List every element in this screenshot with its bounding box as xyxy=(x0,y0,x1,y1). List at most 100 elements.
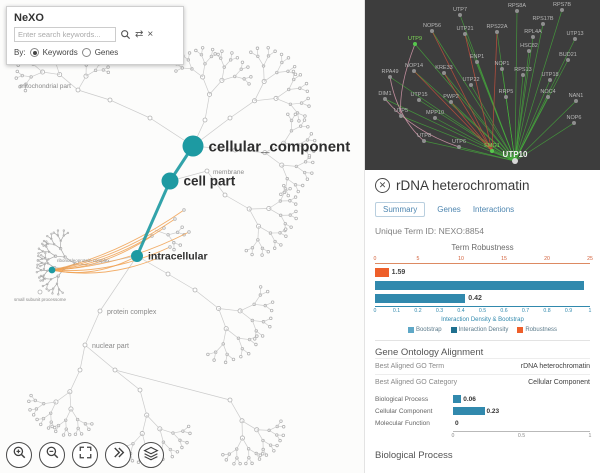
tree-node[interactable] xyxy=(249,75,253,79)
swap-search-mode-icon[interactable]: ⇄ xyxy=(135,28,144,40)
tree-node[interactable] xyxy=(39,279,42,282)
network-node-label[interactable]: EMG1 xyxy=(484,143,500,149)
tree-node[interactable] xyxy=(286,112,290,117)
tree-node[interactable] xyxy=(293,72,298,77)
tree-node-label[interactable]: small subunit processome xyxy=(14,297,67,302)
tree-node[interactable] xyxy=(227,397,233,403)
tree-node[interactable] xyxy=(106,65,110,69)
tree-node[interactable] xyxy=(40,242,44,245)
tree-node[interactable] xyxy=(37,289,43,295)
tree-node[interactable] xyxy=(44,251,47,255)
network-node-label[interactable]: DIM1 xyxy=(378,91,391,97)
network-node-label[interactable]: HSC82 xyxy=(520,43,538,49)
network-node[interactable] xyxy=(422,139,426,143)
tree-node[interactable] xyxy=(306,96,310,101)
tree-node[interactable] xyxy=(227,115,233,121)
tree-node[interactable] xyxy=(31,413,36,417)
tree-node[interactable] xyxy=(307,104,311,108)
tree-node[interactable] xyxy=(270,300,275,304)
network-node[interactable] xyxy=(463,32,467,36)
tree-node[interactable] xyxy=(311,160,315,165)
tree-node[interactable] xyxy=(253,337,257,341)
tree-node[interactable] xyxy=(292,64,297,69)
network-node[interactable] xyxy=(521,73,525,77)
tree-node[interactable] xyxy=(254,342,258,347)
network-node[interactable] xyxy=(442,71,446,75)
tree-node[interactable] xyxy=(230,51,234,55)
tree-node[interactable] xyxy=(28,408,32,412)
tab-interactions[interactable]: Interactions xyxy=(472,205,515,214)
tree-node[interactable] xyxy=(272,449,276,453)
tree-node[interactable] xyxy=(224,458,229,462)
tree-node[interactable] xyxy=(62,229,66,232)
tree-node[interactable] xyxy=(296,189,300,194)
network-node-label[interactable]: UTP9 xyxy=(408,36,422,42)
tab-genes[interactable]: Genes xyxy=(437,205,461,214)
network-node-label[interactable]: RPS22A xyxy=(486,24,507,30)
tree-node[interactable] xyxy=(187,51,192,55)
tree-node[interactable] xyxy=(79,432,84,436)
tree-node[interactable] xyxy=(42,267,46,271)
network-node[interactable] xyxy=(475,60,479,64)
tree-node[interactable] xyxy=(162,226,166,230)
tree-node[interactable] xyxy=(282,183,286,188)
tree-node[interactable] xyxy=(250,252,254,257)
tree-node[interactable] xyxy=(56,229,60,232)
tree-node[interactable] xyxy=(294,216,298,221)
tree-node[interactable] xyxy=(14,76,18,80)
tree-node-label[interactable]: protein complex xyxy=(107,309,157,316)
tree-node[interactable] xyxy=(206,352,210,357)
tree-node[interactable] xyxy=(61,291,64,294)
network-node[interactable] xyxy=(546,95,550,99)
network-node-label[interactable]: NOP14 xyxy=(405,63,423,69)
tree-node[interactable] xyxy=(269,316,273,321)
tree-node[interactable] xyxy=(156,256,160,260)
network-node-label[interactable]: UTP13 xyxy=(566,31,583,37)
tree-node[interactable] xyxy=(310,171,314,175)
tree-node[interactable] xyxy=(157,426,163,432)
tree-node[interactable] xyxy=(39,254,43,257)
tree-node-label[interactable]: cellular_component xyxy=(209,138,351,155)
tree-node[interactable] xyxy=(130,459,135,463)
tree-node[interactable] xyxy=(309,132,314,136)
expand-all-button[interactable] xyxy=(105,442,131,468)
tree-node[interactable] xyxy=(260,334,265,338)
network-node[interactable] xyxy=(458,13,462,17)
tree-node[interactable] xyxy=(261,452,265,456)
network-node-label[interactable]: BUD21 xyxy=(559,52,577,58)
tree-node[interactable] xyxy=(185,440,189,445)
tree-node-label[interactable]: mitochondrial part xyxy=(19,83,71,90)
tree-node[interactable] xyxy=(284,234,288,238)
tree-node[interactable] xyxy=(137,387,143,393)
tree-node[interactable] xyxy=(220,49,224,53)
tree-node[interactable] xyxy=(186,424,191,429)
tree-node[interactable] xyxy=(41,284,45,288)
tree-node[interactable] xyxy=(294,209,298,214)
tree-node[interactable] xyxy=(178,243,183,247)
tree-node[interactable] xyxy=(106,70,111,75)
network-node-label[interactable]: RPS7B xyxy=(553,2,571,8)
network-node[interactable] xyxy=(572,121,576,125)
network-node-label[interactable]: NAN1 xyxy=(569,93,584,99)
tree-node[interactable] xyxy=(284,227,288,231)
tree-node[interactable] xyxy=(170,454,175,459)
layers-button[interactable] xyxy=(138,442,164,468)
zoom-in-button[interactable] xyxy=(6,442,32,468)
tree-node[interactable] xyxy=(232,147,238,153)
tree-node[interactable] xyxy=(291,69,296,74)
tree-node[interactable] xyxy=(188,431,192,436)
radio-genes-label[interactable]: Genes xyxy=(94,48,119,57)
network-node-label[interactable]: UTP7 xyxy=(453,7,467,13)
tree-node[interactable] xyxy=(50,424,54,429)
network-node[interactable] xyxy=(531,35,535,39)
tree-node[interactable] xyxy=(279,243,283,247)
tree-node[interactable] xyxy=(202,117,208,123)
tree-node[interactable] xyxy=(313,138,317,143)
network-node[interactable] xyxy=(504,95,508,99)
tree-node[interactable] xyxy=(260,253,264,257)
tree-node[interactable] xyxy=(223,360,228,365)
tree-node-label[interactable]: cell part xyxy=(184,174,236,189)
network-node[interactable] xyxy=(490,149,494,153)
tree-node[interactable] xyxy=(235,56,240,60)
tree-node[interactable] xyxy=(35,417,39,422)
